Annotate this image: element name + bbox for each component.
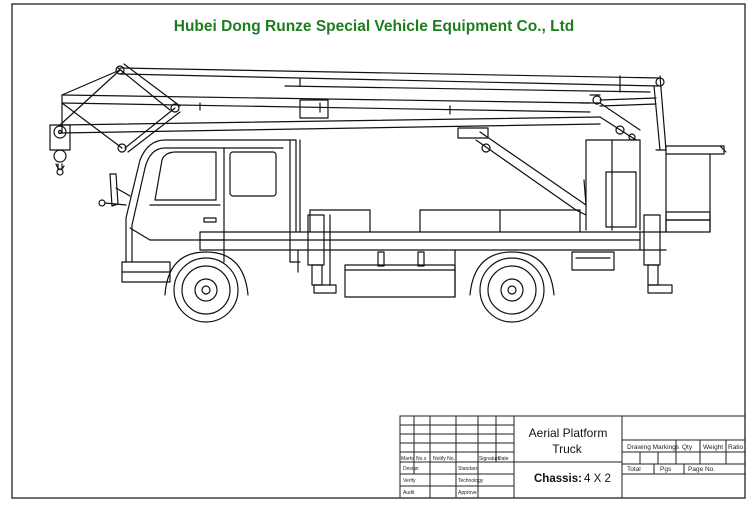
right-top-drawing-markings: Drawing Markings [627, 444, 680, 451]
right-top-weight: Weight [703, 444, 723, 451]
title-block-text: Aerial Platform Truck Chassis: 4 X 2 Mar… [401, 426, 744, 496]
rear-wheel [469, 251, 555, 323]
rear-outrigger [643, 214, 673, 294]
truck-cab [98, 139, 301, 283]
header-col-marks: Marks [401, 456, 415, 462]
row-label-design: Design [403, 466, 419, 472]
right-top-ratio: Ratio [728, 444, 744, 451]
mid-label-technology: Technology [458, 478, 484, 484]
row-label-verify: Verify [403, 478, 416, 484]
chassis-label: Chassis: [534, 473, 582, 485]
chassis-value: 4 X 2 [584, 473, 611, 485]
row-label-audit: Audit [403, 490, 415, 496]
turntable-support [457, 102, 641, 231]
work-platform-basket [655, 145, 727, 233]
lifting-linkage [59, 63, 181, 153]
sheet-border [11, 3, 746, 499]
mid-label-approve: Approve [458, 490, 477, 496]
mid-label-standard: Standard [458, 466, 479, 472]
front-wheel [164, 251, 249, 323]
side-rails [295, 139, 581, 233]
header-col-nos: No.s [416, 456, 427, 462]
header-col-signature: Signature [479, 456, 501, 462]
right-top-qty: Qty [682, 444, 693, 451]
aerial-platform-truck-drawing [49, 63, 727, 323]
header-col-date: Date [498, 456, 509, 462]
right-bottom-page-no: Page No. [688, 466, 715, 473]
header-col-notify: Notify No. [433, 456, 455, 462]
front-outrigger [307, 214, 337, 294]
drawing-name-line2: Truck [552, 442, 583, 456]
boom-lower-arm [59, 94, 657, 134]
right-bottom-total: Total [627, 466, 641, 473]
boom-upper-arm [119, 67, 667, 151]
right-bottom-pgs: Pgs [660, 466, 672, 473]
drawing-name-line1: Aerial Platform [529, 426, 608, 440]
company-title: Hubei Dong Runze Special Vehicle Equipme… [173, 18, 575, 35]
chassis-frame [199, 231, 667, 298]
title-block [399, 415, 746, 499]
